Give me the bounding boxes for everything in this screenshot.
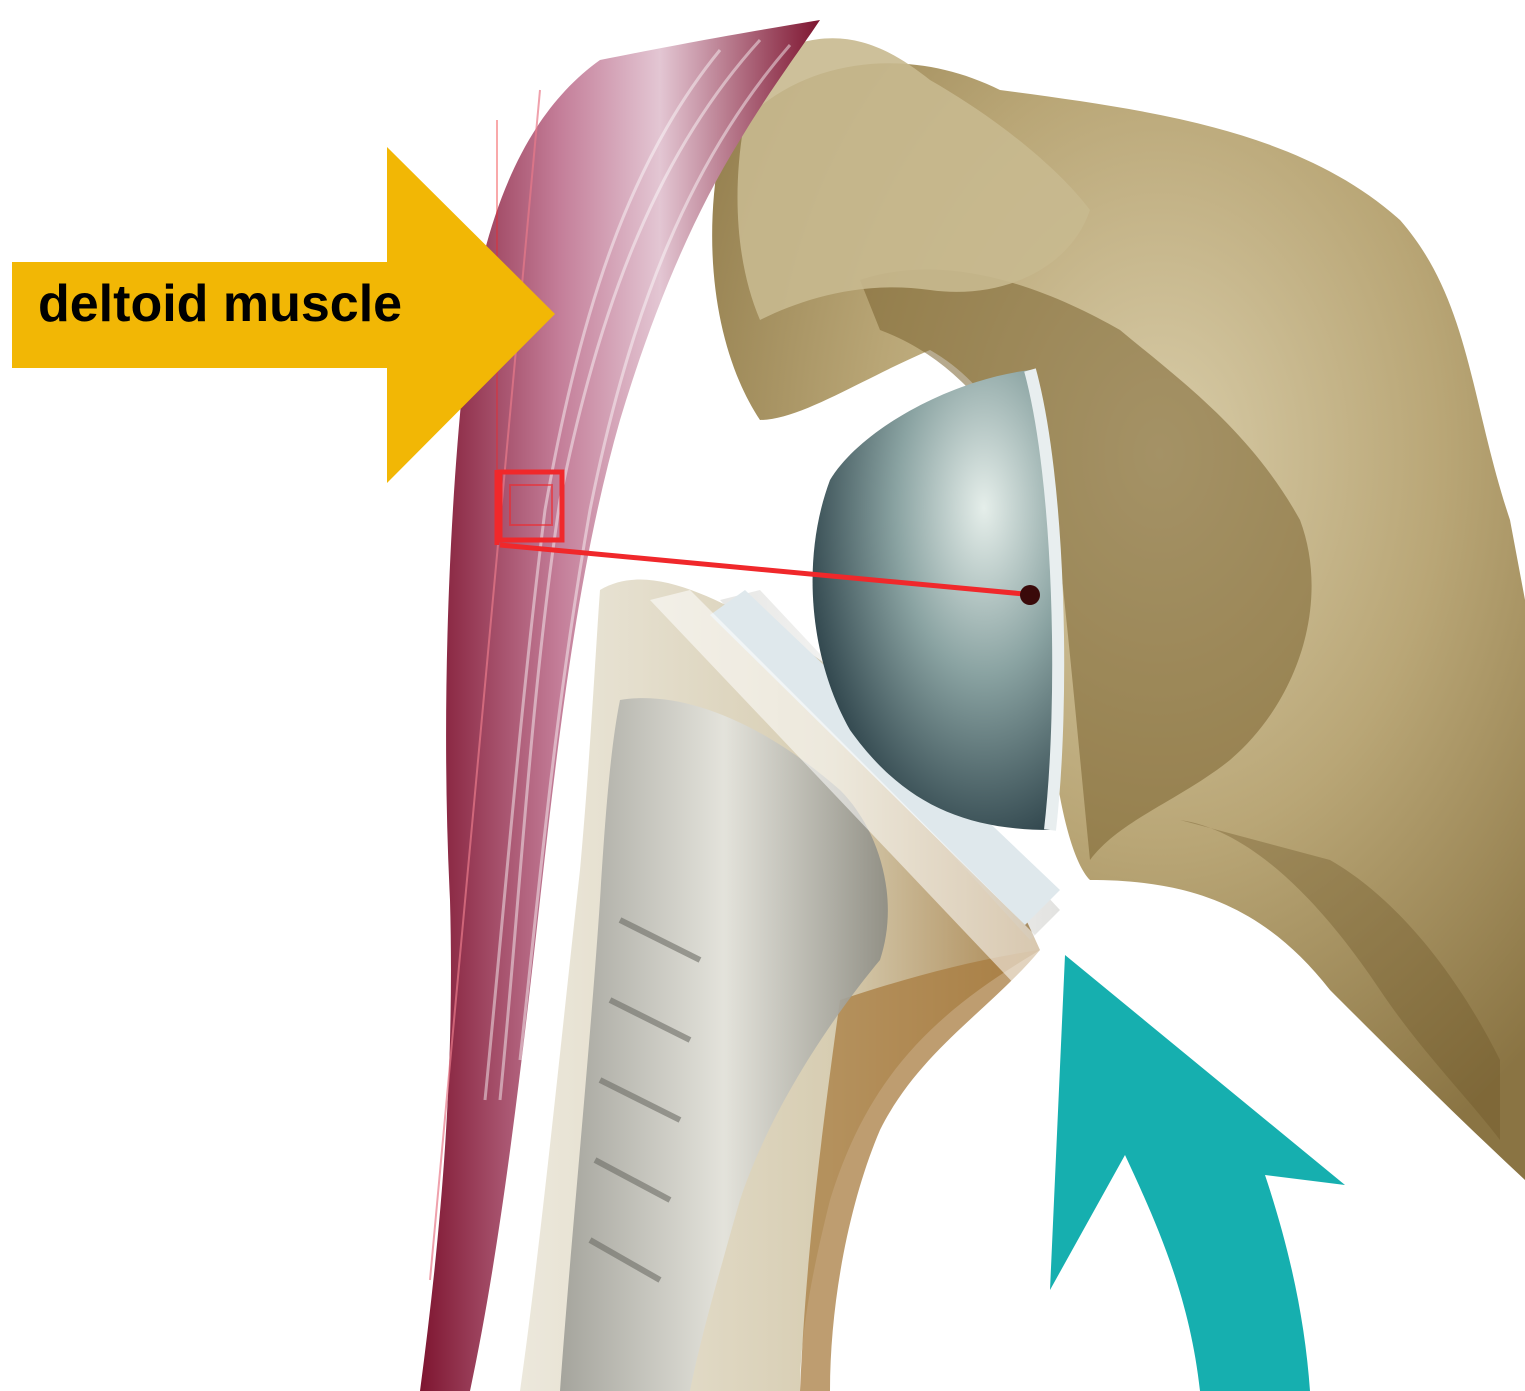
center-of-rotation-point	[1020, 585, 1040, 605]
force-arrow	[1050, 955, 1345, 1391]
deltoid-muscle-label: deltoid muscle	[38, 278, 402, 330]
